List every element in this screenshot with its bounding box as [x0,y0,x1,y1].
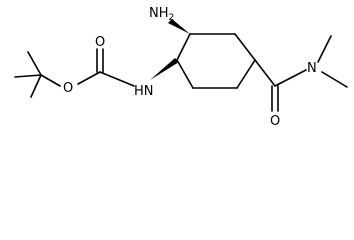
bond-ring-amide-carbon [254,59,276,87]
amine-label: NH2 [149,6,174,23]
bond [27,51,42,76]
ester-oxygen-label: O [63,81,73,96]
cyclohexane-ring [176,33,256,89]
bond [40,74,61,87]
wedge-bond-nh [150,58,179,80]
bond [14,74,42,78]
tert-butyl-group [14,51,61,98]
carbamate-oxygen-label: O [95,35,105,50]
amide-nitrogen-label: N [307,61,317,76]
bond [30,74,42,98]
amide-oxygen-label: O [270,114,280,129]
wedge-bond-nh2 [168,19,190,34]
bond-o-carbonyl [77,71,101,85]
amide-carbonyl-double-bond [271,85,279,112]
bond-amide-n [274,69,307,87]
background [0,0,354,138]
carbamate-carbonyl-double-bond [96,48,104,73]
bond-carbamate-nh [99,71,135,87]
n-methyl-groups [317,35,348,88]
chemical-structure: NH2 HN O O N O [0,0,354,138]
carbamate-nh-label: HN [134,84,154,99]
